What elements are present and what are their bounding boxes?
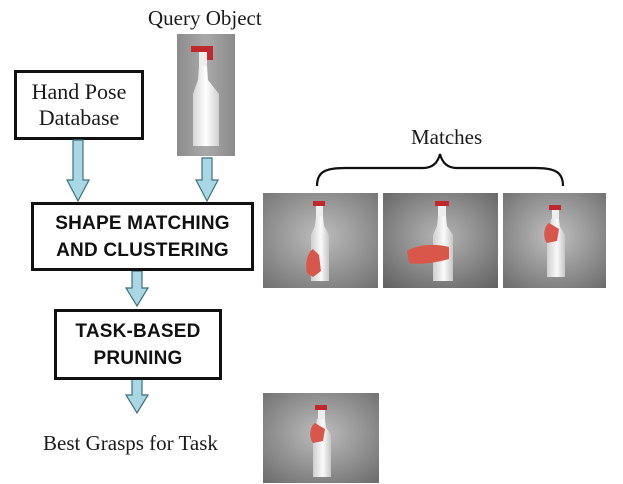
arrow-database-to-matching (66, 139, 90, 203)
hand-pose-database-line2: Database (38, 105, 120, 130)
hand-pose-database-box: Hand Pose Database (14, 70, 144, 140)
shape-matching-line1: SHAPE MATCHING (55, 212, 230, 234)
shape-matching-line2: AND CLUSTERING (56, 239, 229, 261)
best-grasps-label: Best Grasps for Task (43, 431, 218, 455)
task-pruning-line2: PRUNING (93, 347, 183, 369)
match-image-2 (383, 193, 498, 288)
task-pruning-box: TASK-BASED PRUNING (54, 309, 222, 380)
query-object-image (177, 34, 235, 156)
matches-brace (315, 153, 565, 187)
arrow-matching-to-pruning (124, 270, 150, 308)
hand-pose-database-line1: Hand Pose (31, 79, 127, 104)
matches-label: Matches (411, 125, 483, 149)
match-image-3 (503, 193, 606, 288)
match-image-1 (263, 193, 378, 288)
arrow-query-to-matching (195, 157, 219, 203)
arrow-pruning-to-best (124, 378, 150, 415)
shape-matching-box: SHAPE MATCHING AND CLUSTERING (31, 202, 254, 271)
task-pruning-line1: TASK-BASED (75, 320, 201, 342)
query-object-label: Query Object (148, 6, 262, 30)
best-grasp-image (263, 393, 379, 483)
